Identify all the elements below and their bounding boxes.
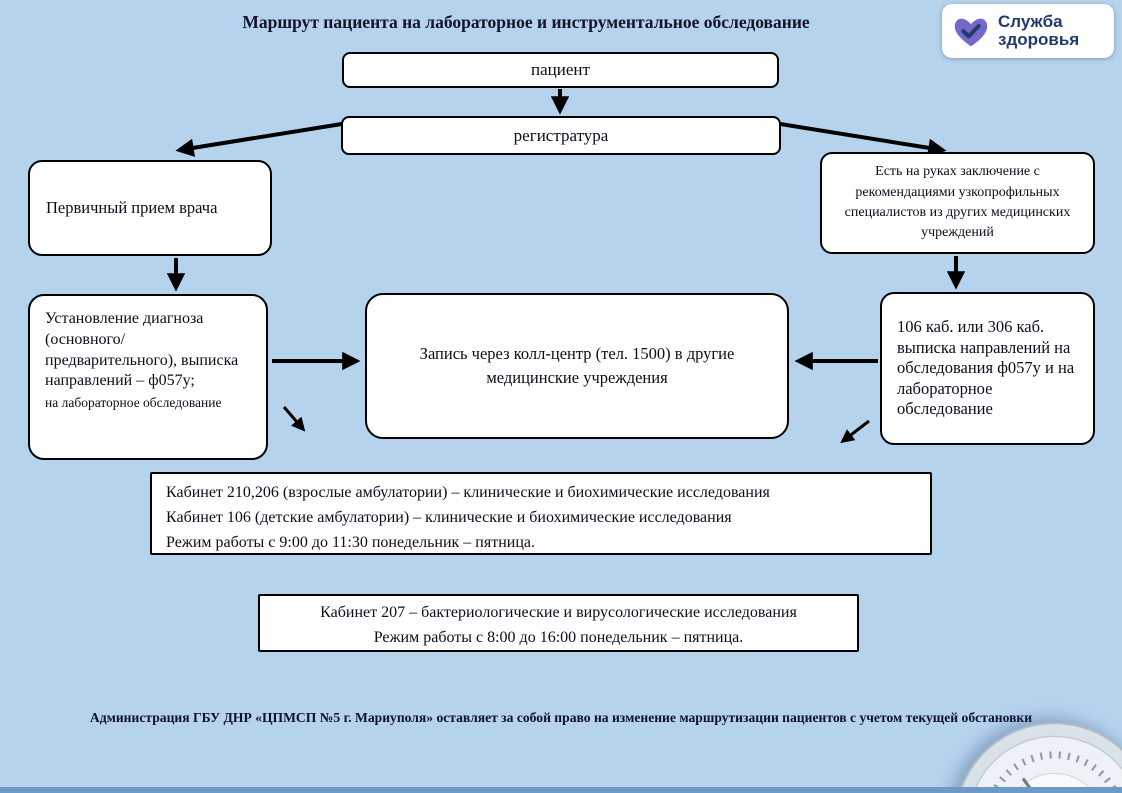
node-primary-label: Первичный прием врача <box>46 198 218 217</box>
page-title: Маршрут пациента на лабораторное и инстр… <box>242 12 810 32</box>
node-diagnosis-main: Установление диагноза (основного/предвар… <box>45 310 239 390</box>
logo-line-1: Служба <box>998 11 1063 31</box>
node-patient-label: пациент <box>531 60 590 79</box>
node-call-center: Запись через колл-центр (тел. 1500) в др… <box>365 293 789 439</box>
node-rooms-label: 106 каб. или 306 каб. выписка направлени… <box>897 316 1075 419</box>
bacteriology-line-1: Кабинет 207 – бактериологические и вирус… <box>320 604 797 621</box>
node-registry-label: регистратура <box>513 125 609 145</box>
node-diagnosis-sub: на лабораторное обследование <box>45 395 222 411</box>
lab-info-line-2: Кабинет 106 (детские амбулатории) – клин… <box>166 508 732 526</box>
node-primary-appointment: Первичный прием врача <box>28 160 272 256</box>
node-call-center-label: Запись через колл-центр (тел. 1500) в др… <box>419 344 735 387</box>
node-diagnosis: Установление диагноза (основного/предвар… <box>28 294 268 460</box>
bacteriology-line-2: Режим работы с 8:00 до 16:00 понедельник… <box>373 628 744 646</box>
logo-line-2: здоровья <box>998 30 1080 49</box>
gauge-decoration <box>952 720 1122 793</box>
node-specialist-conclusion: Есть на руках заключение с рекомендациям… <box>820 152 1095 254</box>
lab-info-line-3: Режим работы с 9:00 до 11:30 понедельник… <box>166 533 535 551</box>
node-lab-cabinets-info: Кабинет 210,206 (взрослые амбулатории) –… <box>150 472 932 555</box>
administration-note: Администрация ГБУ ДНР «ЦПМСП №5 г. Мариу… <box>89 710 1033 725</box>
node-registry: регистратура <box>341 116 781 155</box>
logo-text: Служба здоровья <box>998 11 1080 50</box>
lab-info-line-1: Кабинет 210,206 (взрослые амбулатории) –… <box>166 484 770 501</box>
node-conclusion-label: Есть на руках заключение с рекомендациям… <box>844 164 1071 241</box>
bottom-edge-strip <box>0 787 1122 793</box>
node-rooms-106-306: 106 каб. или 306 каб. выписка направлени… <box>880 292 1095 445</box>
heart-hands-icon <box>951 11 991 51</box>
health-service-logo: Служба здоровья <box>942 4 1114 58</box>
node-bacteriology-info: Кабинет 207 – бактериологические и вирус… <box>258 594 859 652</box>
node-patient: пациент <box>342 52 779 88</box>
